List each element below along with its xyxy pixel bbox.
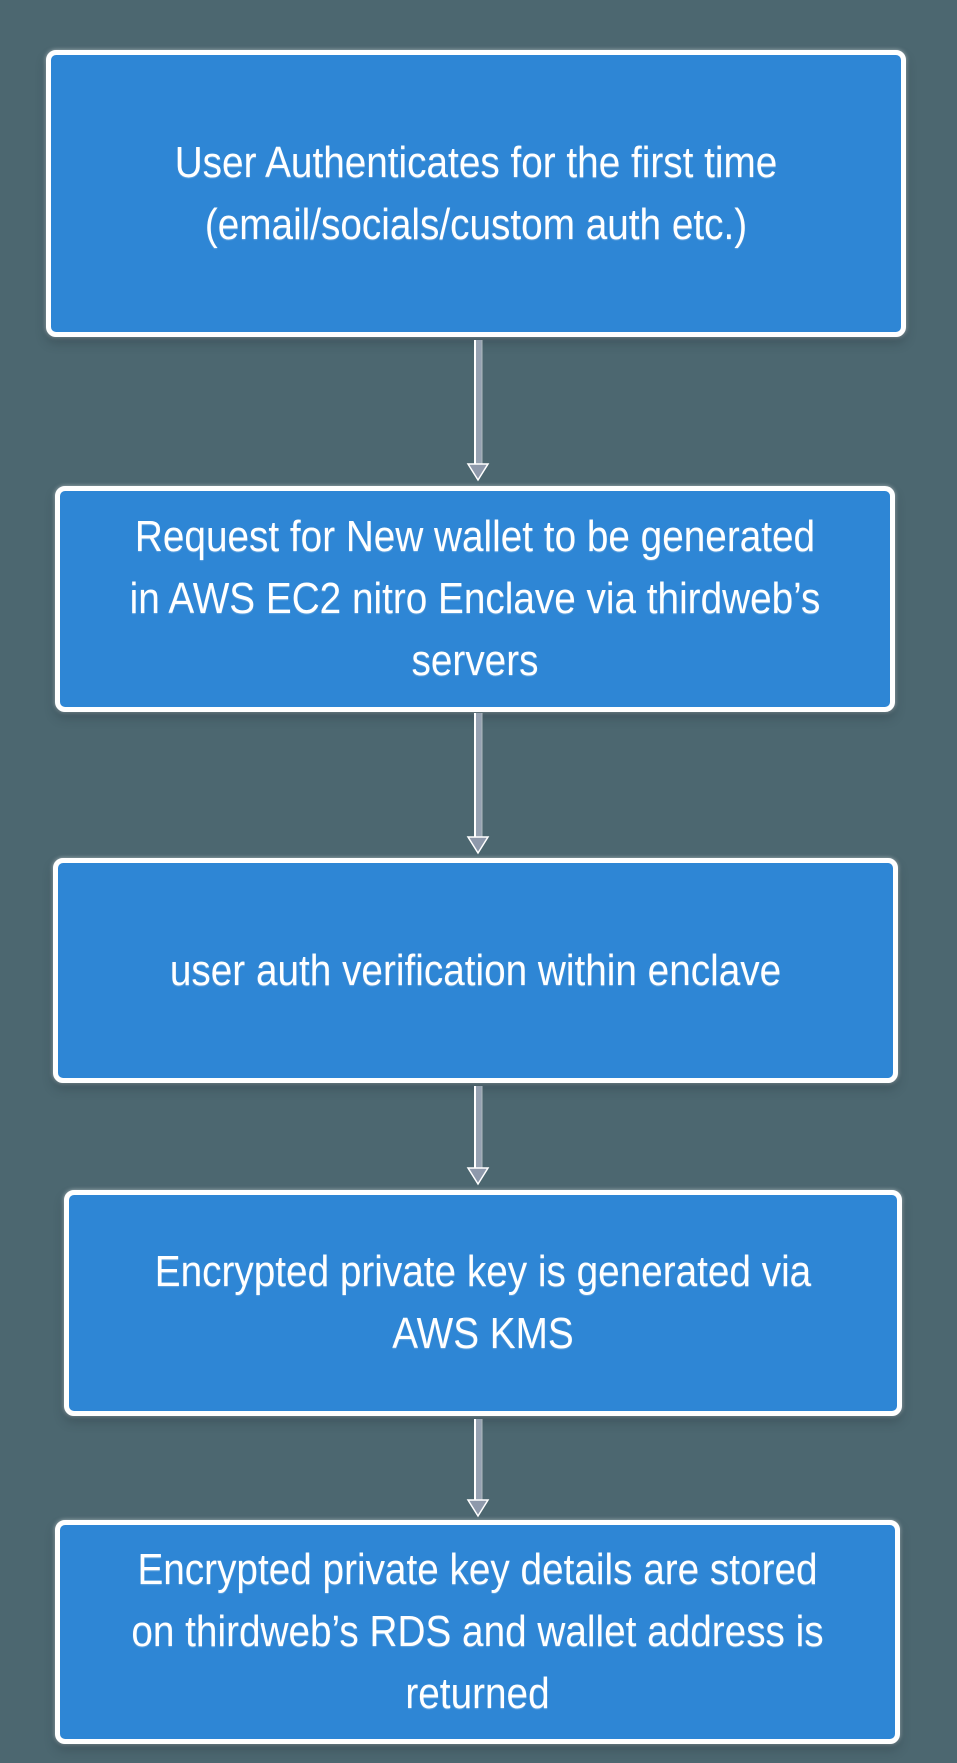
flow-arrow-3-to-4 (465, 1086, 491, 1186)
flow-node-encrypted-key-generated: Encrypted private key is generated via A… (64, 1190, 902, 1416)
flow-node-key-details-stored: Encrypted private key details are stored… (55, 1520, 900, 1744)
flow-node-user-authenticates: User Authenticates for the first time (e… (46, 50, 906, 337)
flow-node-request-new-wallet: Request for New wallet to be generated i… (55, 486, 895, 712)
down-arrow-icon (466, 1086, 490, 1186)
flow-arrow-1-to-2 (465, 340, 491, 482)
flow-node-label: Encrypted private key details are stored… (131, 1545, 824, 1718)
down-arrow-icon (466, 1419, 490, 1518)
flow-node-label: Request for New wallet to be generated i… (129, 512, 821, 685)
flow-arrow-4-to-5 (465, 1419, 491, 1518)
flow-arrow-2-to-3 (465, 713, 491, 855)
down-arrow-icon (466, 340, 490, 482)
flow-node-user-auth-verification: user auth verification within enclave (53, 858, 898, 1083)
flow-node-label: User Authenticates for the first time (e… (174, 137, 778, 249)
down-arrow-icon (466, 713, 490, 855)
flow-node-label: Encrypted private key is generated via A… (154, 1247, 812, 1358)
flow-node-label: user auth verification within enclave (169, 945, 782, 995)
